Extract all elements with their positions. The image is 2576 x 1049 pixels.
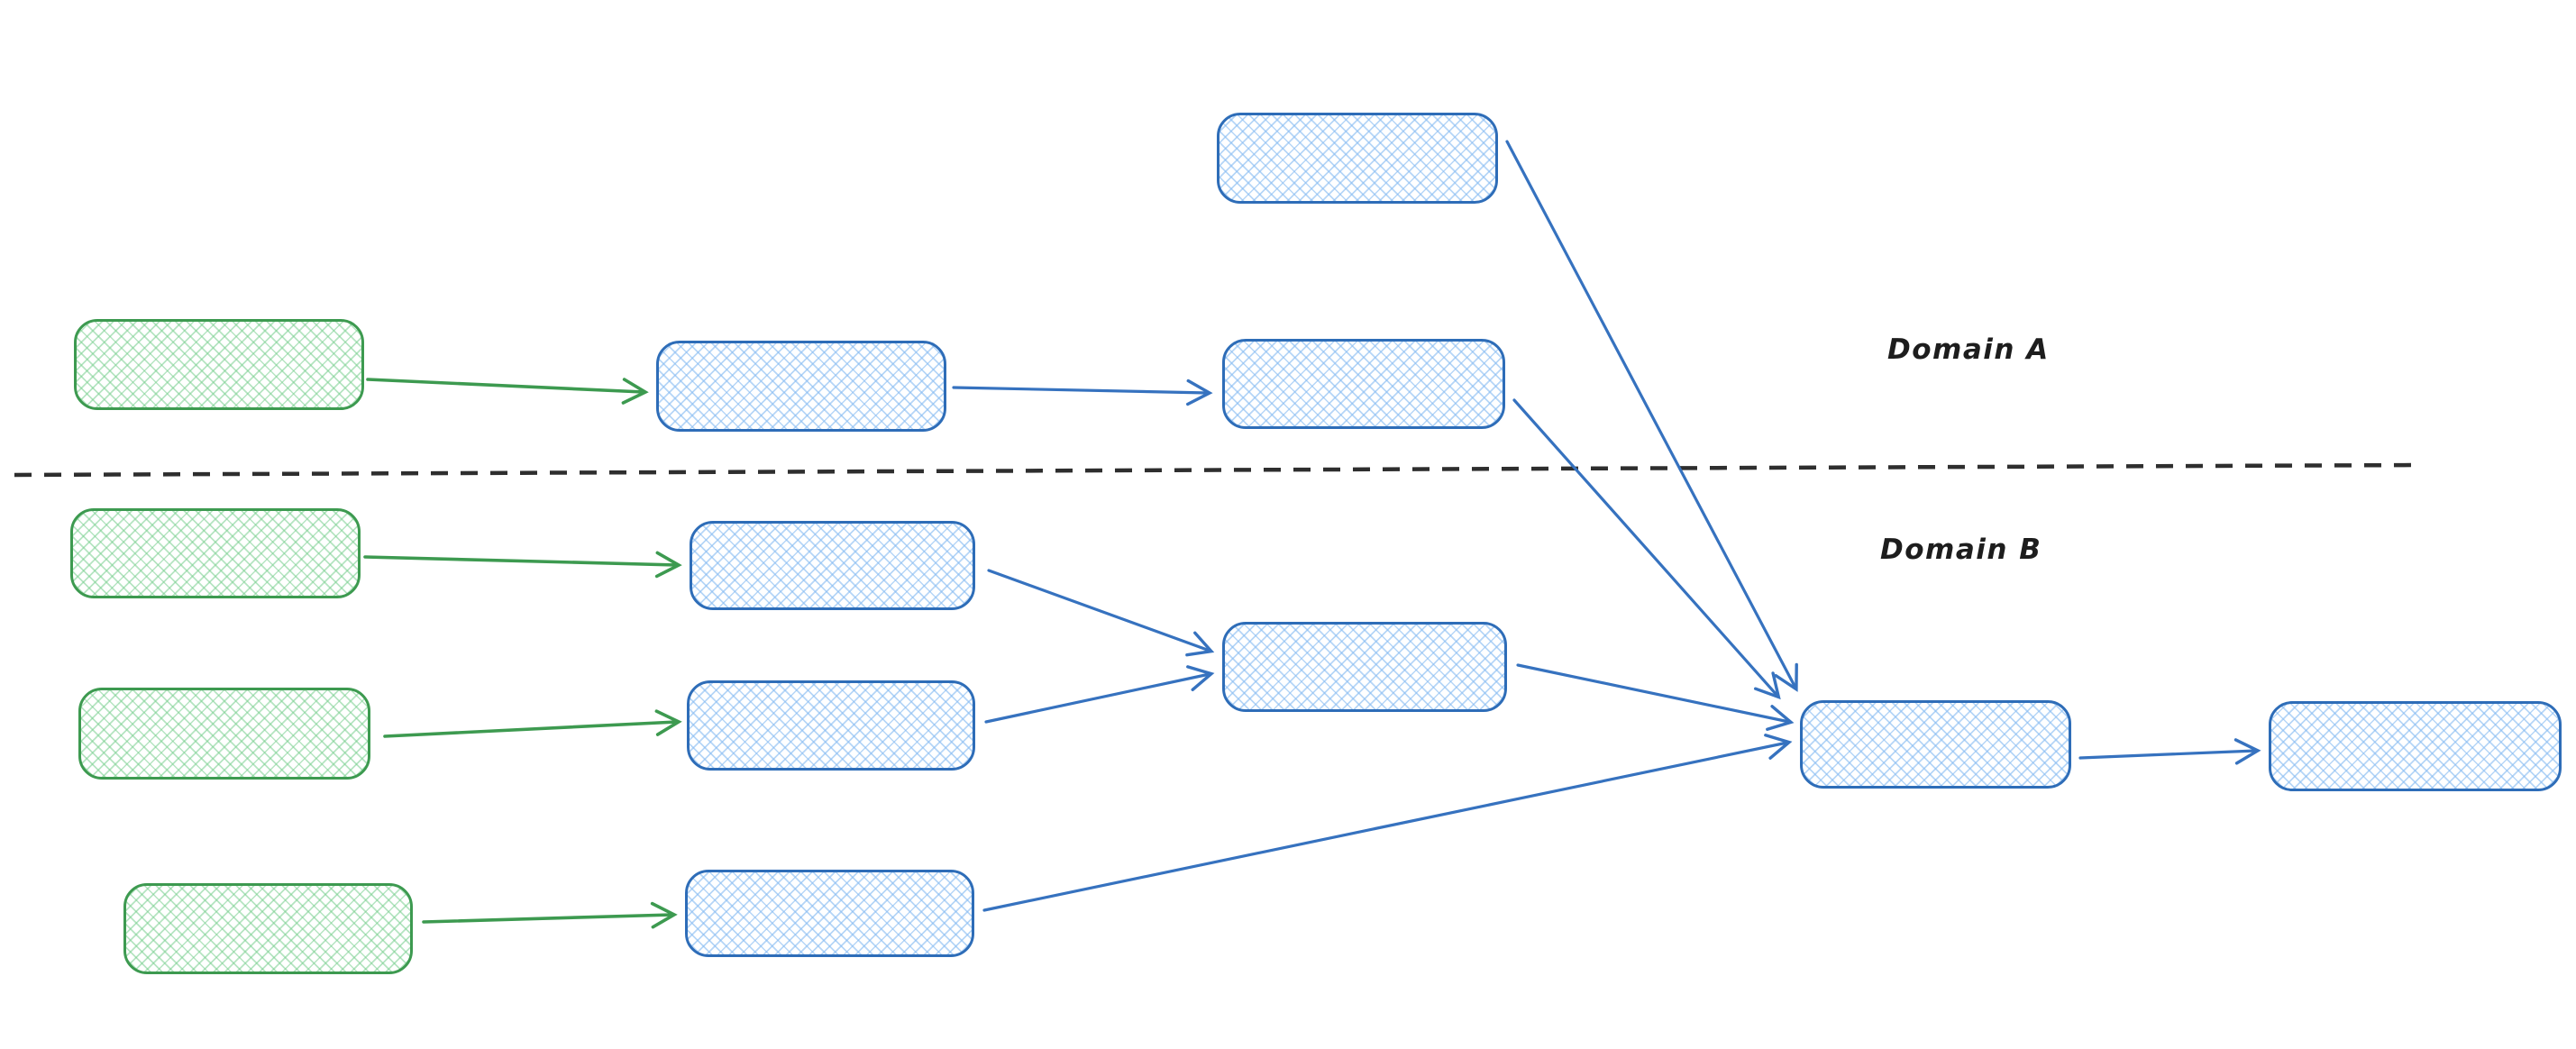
node-blue-node-a-top	[1217, 113, 1498, 204]
node-green-source-a	[74, 319, 364, 410]
node-blue-node-a2	[1222, 339, 1505, 429]
node-blue-node-output	[2269, 701, 2562, 791]
node-blue-node-b1	[690, 521, 975, 610]
node-blue-node-b3	[685, 870, 974, 957]
node-blue-node-b2	[687, 680, 975, 771]
node-blue-node-b-merge	[1222, 622, 1507, 712]
domain-a-label: Domain A	[1887, 333, 2050, 366]
domain-b-label: Domain B	[1880, 534, 2042, 566]
node-green-source-b1	[70, 508, 361, 598]
node-blue-node-a1	[656, 341, 946, 432]
node-blue-node-main-merge	[1800, 700, 2071, 789]
node-green-source-b3	[123, 883, 413, 974]
node-green-source-b2	[78, 688, 370, 780]
